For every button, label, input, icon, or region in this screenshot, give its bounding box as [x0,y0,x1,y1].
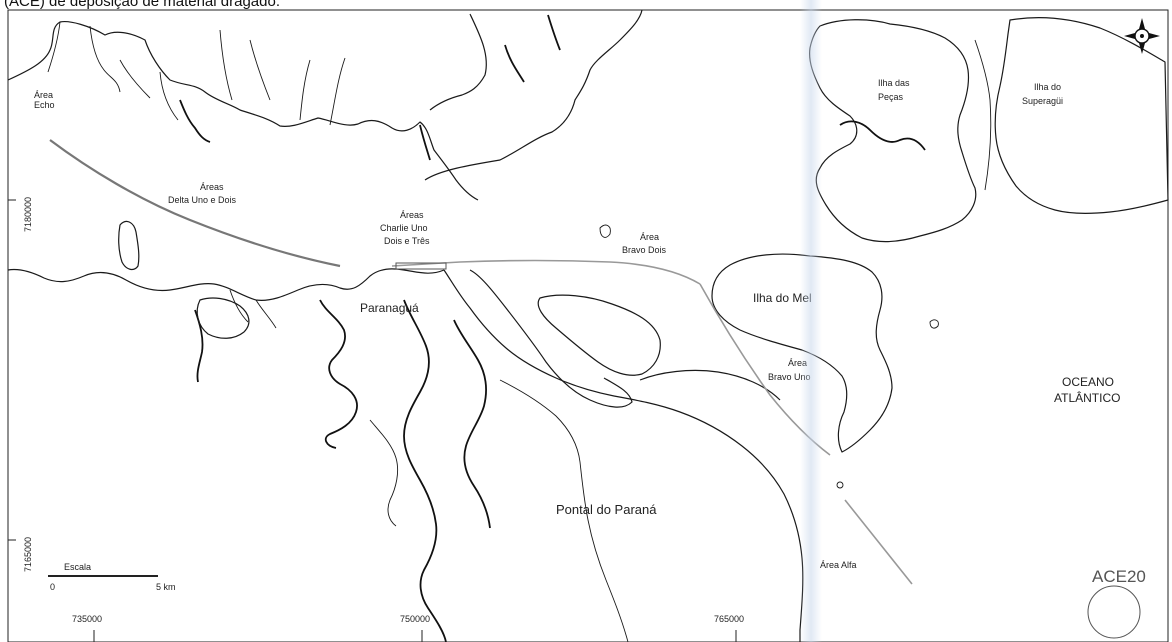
label-ace: ACE20 [1092,567,1146,586]
label-area-bravo-uno-2: Bravo Uno [768,372,811,382]
north-coast-top [429,13,487,111]
pontal-north-shore [639,369,781,401]
south-river-6 [229,289,277,329]
coord-northing-7165000: 7165000 [23,537,33,572]
label-ilha-das-pecas-1: Ilha das [878,78,910,88]
scale-bar-line [48,575,158,577]
north-shoreline-east [424,9,643,181]
bay-island-small [118,220,140,271]
label-area-delta-1: Áreas [200,182,224,192]
north-shoreline [7,21,479,201]
coord-easting-735000: 735000 [72,614,102,624]
north-inlet-2 [119,29,271,101]
label-area-alfa: Área Alfa [820,560,857,570]
ilha-cotinga-outline [469,269,633,408]
pecas-creek [839,120,926,151]
south-river-2 [403,299,447,642]
label-area-bravo-dois-2: Bravo Dois [622,245,667,255]
superagui-channel [974,39,992,191]
map-frame [7,9,1169,642]
label-paranagua: Paranaguá [360,301,419,315]
port-berth [395,262,447,270]
south-coast-lower [499,379,629,642]
south-river-3 [453,319,491,529]
navigation-channel-west [49,139,341,268]
islet [836,481,844,489]
circle-icon [1087,585,1141,639]
coord-northing-7180000: 7180000 [23,197,33,232]
south-river-5 [369,419,399,527]
label-area-charlie-1: Áreas [400,210,424,220]
north-river-3 [504,14,561,83]
coord-easting-750000: 750000 [400,614,430,624]
navigation-channel-bar [699,283,831,456]
scale-bar: Escala 0 5 km [48,562,176,592]
scale-bar-title: Escala [64,562,91,572]
islet-3 [929,319,939,329]
navigation-channel-central [391,259,701,285]
north-river-1 [179,99,211,143]
south-shoreline [7,268,445,301]
bay-west-island [196,297,250,339]
label-area-delta-2: Delta Uno e Dois [168,195,237,205]
coord-easting-765000: 765000 [714,614,744,624]
ilha-das-pecas-outline [809,19,977,243]
map-caption: (ACE) de deposição de material dragado. [4,0,280,10]
label-ilha-do-mel: Ilha do Mel [753,291,812,305]
ilha-rasa-outline [537,294,661,376]
label-area-echo-1: Área [34,90,53,100]
north-river-2 [419,124,431,161]
label-area-echo-2: Echo [34,100,55,110]
label-area-charlie-3: Dois e Três [384,236,430,246]
label-area-charlie-2: Charlie Uno [380,223,428,233]
south-river-1 [319,299,358,449]
label-area-bravo-dois-1: Área [640,232,659,242]
label-ilha-do-superagui-2: Superagüi [1022,96,1063,106]
scale-bar-end: 5 km [156,582,176,592]
label-oceano-1: OCEANO [1062,375,1114,389]
label-area-bravo-uno-1: Área [788,358,807,368]
area-alfa-strip [844,499,913,585]
north-inlet-1 [47,21,179,121]
label-oceano-2: ATLÂNTICO [1054,390,1120,405]
ilha-do-mel-outline [711,253,893,453]
label-ilha-do-superagui-1: Ilha do [1034,82,1061,92]
label-pontal-do-parana: Pontal do Paraná [556,502,657,517]
islet-2 [599,224,611,238]
label-ilha-das-pecas-2: Peças [878,92,904,102]
north-arrow-icon [1124,18,1160,54]
pontal-coast [443,269,804,642]
ilha-do-superagui-outline [994,17,1169,214]
north-inlet-3 [299,57,346,126]
scale-bar-start: 0 [50,582,55,592]
